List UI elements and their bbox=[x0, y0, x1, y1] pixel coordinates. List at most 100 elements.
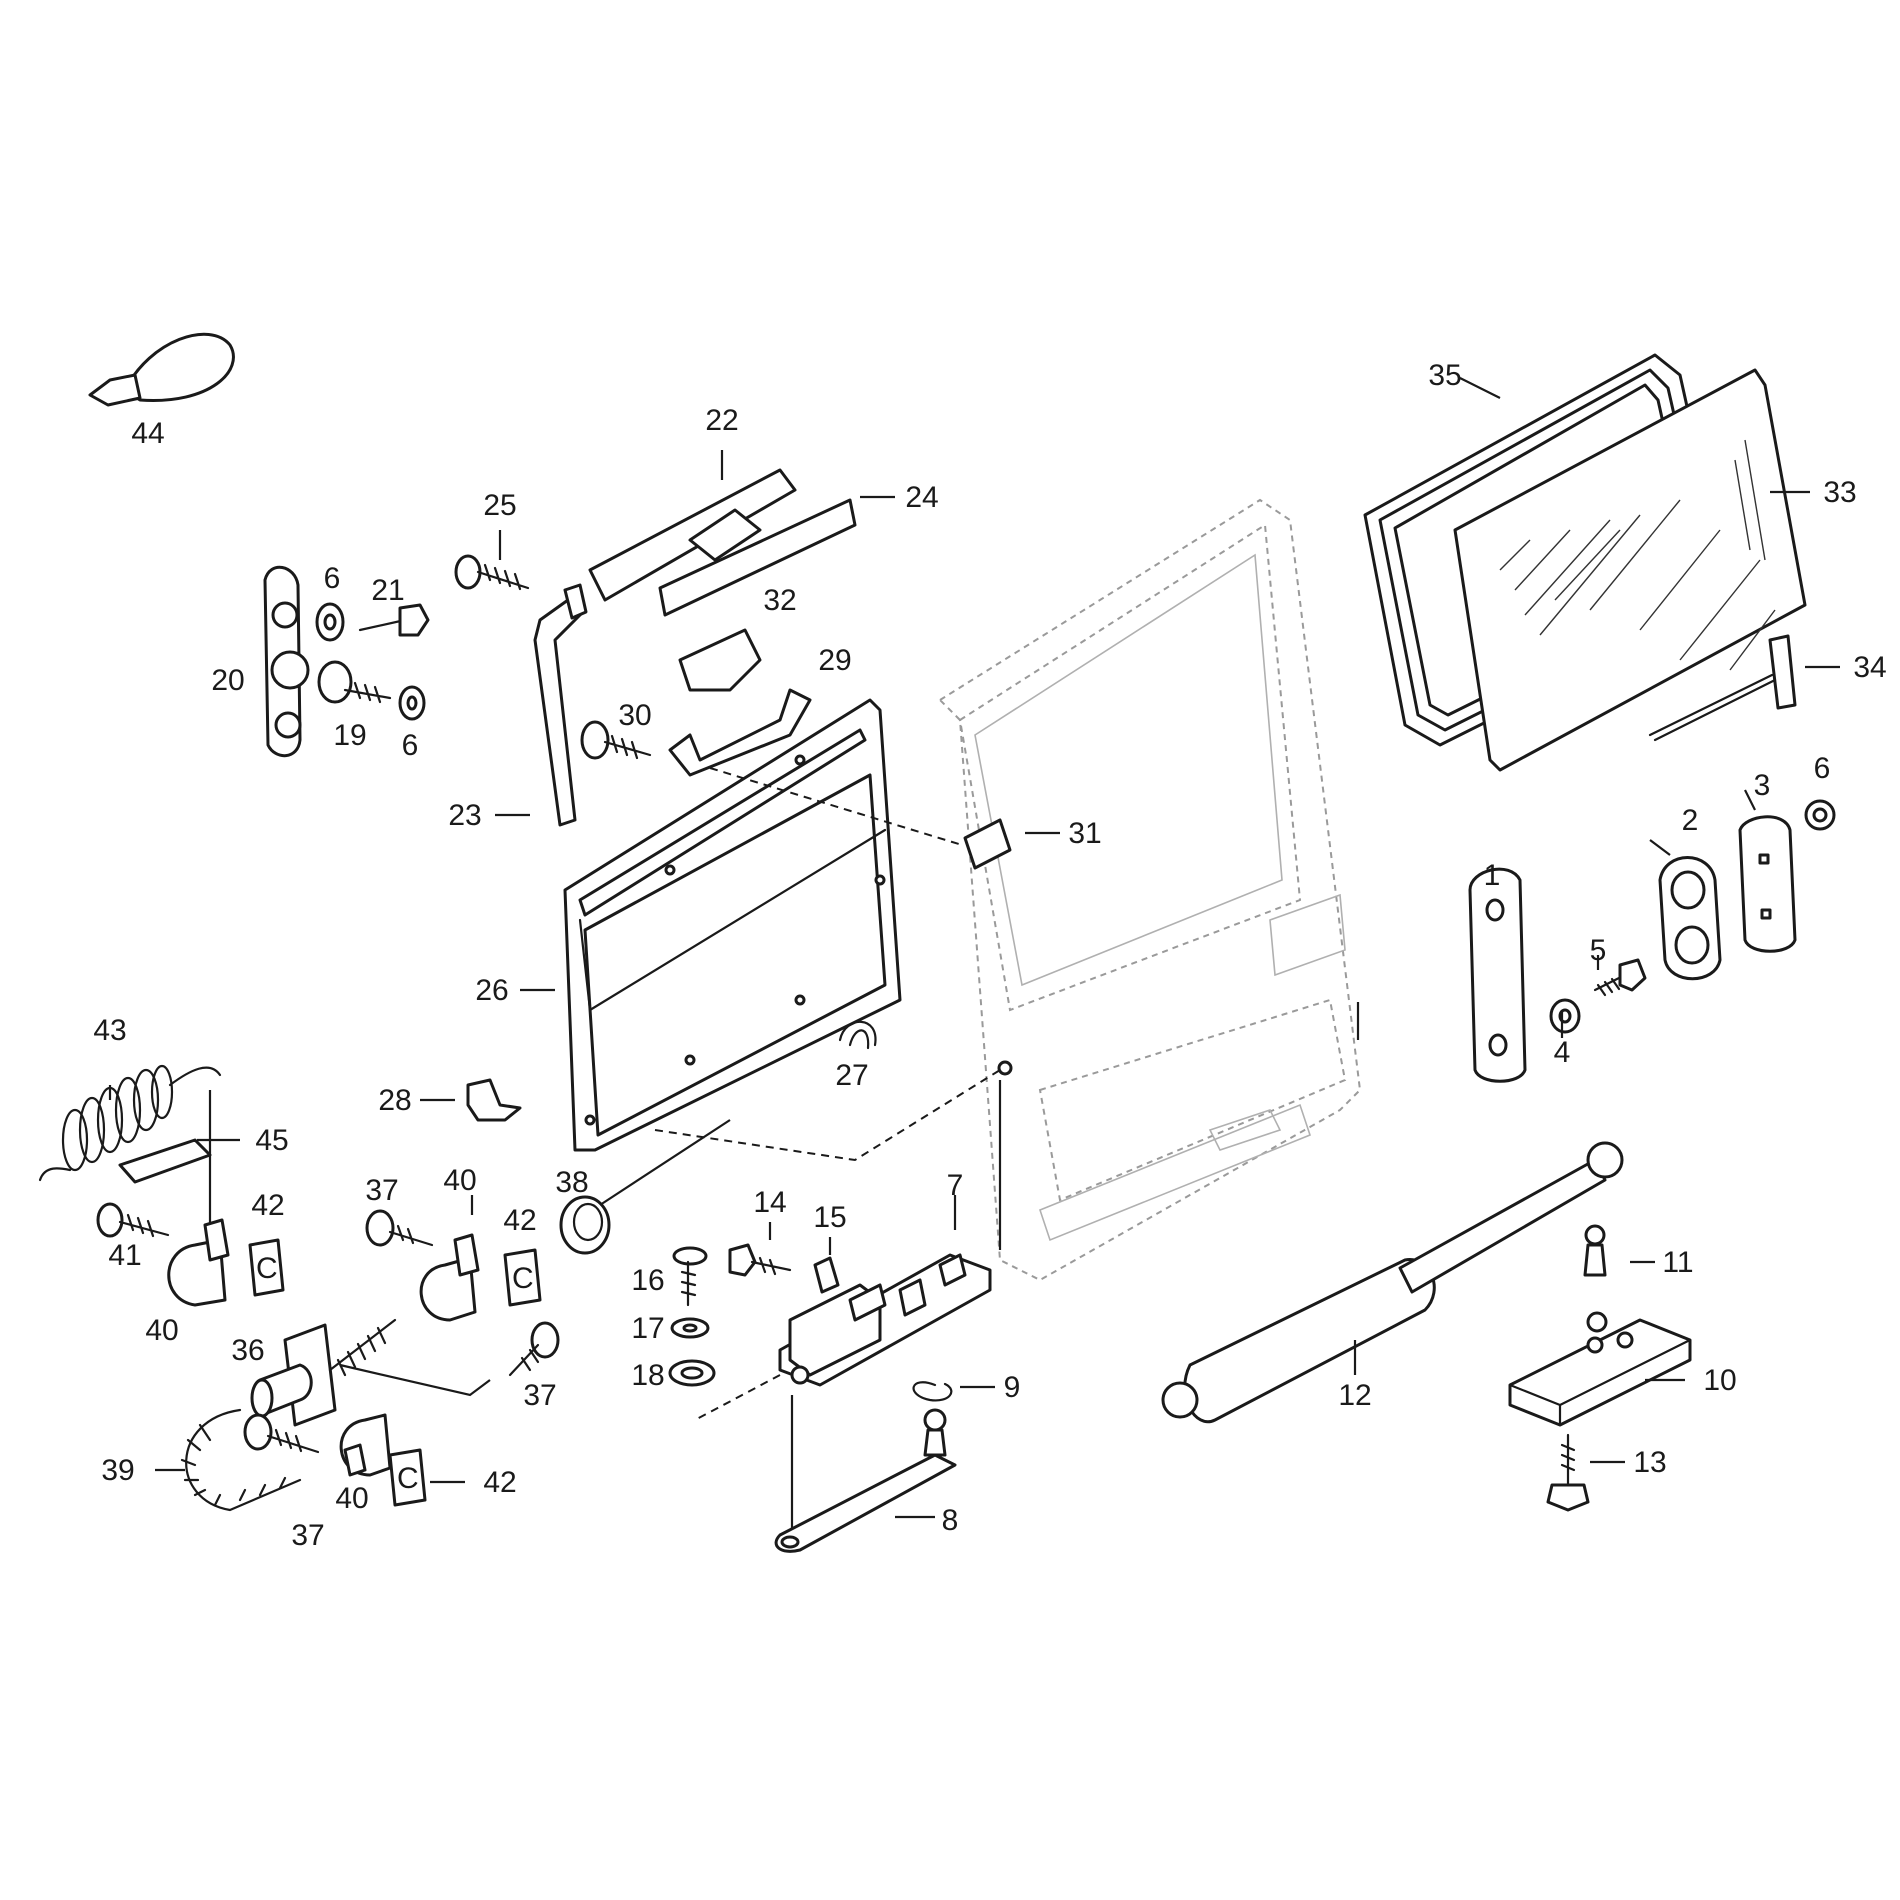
callout-6-lower: 6 bbox=[402, 729, 419, 762]
washer-part-4 bbox=[1549, 998, 1581, 1034]
callout-23: 23 bbox=[448, 799, 481, 832]
callout-26: 26 bbox=[475, 974, 508, 1007]
spring-clip-part-27 bbox=[838, 1020, 877, 1050]
callout-25: 25 bbox=[483, 489, 516, 522]
latch-assembly-part-7 bbox=[778, 1253, 992, 1387]
c-clip-part-42-middle: C bbox=[503, 1248, 542, 1307]
callout-45: 45 bbox=[255, 1124, 288, 1157]
screw-part-16 bbox=[672, 1246, 708, 1307]
washer-part-6-lower bbox=[398, 685, 426, 721]
dashed-guide-door bbox=[654, 1069, 1001, 1162]
seal-strip-part-24 bbox=[658, 498, 857, 617]
corrugated-cable-part-39 bbox=[180, 1408, 302, 1512]
pivot-point bbox=[997, 1060, 1013, 1076]
callout-15: 15 bbox=[813, 1201, 846, 1234]
callout-30: 30 bbox=[618, 699, 651, 732]
callout-5: 5 bbox=[1590, 934, 1607, 967]
link-rod-part-8 bbox=[774, 1408, 957, 1553]
c-clip-mark: C bbox=[256, 1252, 278, 1285]
screw-part-41 bbox=[96, 1202, 170, 1238]
callout-22: 22 bbox=[705, 404, 738, 437]
hinge-bracket-part-20 bbox=[263, 565, 310, 758]
callout-8: 8 bbox=[942, 1504, 959, 1537]
cap-part-38 bbox=[559, 1195, 611, 1255]
callout-19: 19 bbox=[333, 719, 366, 752]
bushing-part-2 bbox=[1658, 856, 1722, 981]
screw-part-30 bbox=[580, 720, 652, 760]
callout-6-upper: 6 bbox=[324, 562, 341, 595]
clamp-part-40-middle bbox=[419, 1233, 480, 1322]
guide-line-37 bbox=[339, 1363, 491, 1397]
callout-11: 11 bbox=[1662, 1246, 1693, 1279]
bolt-part-19 bbox=[317, 660, 392, 704]
washer-part-18 bbox=[668, 1359, 716, 1387]
washer-part-6-upper bbox=[315, 602, 345, 642]
callout-14: 14 bbox=[753, 1186, 786, 1219]
callout-labels: 1 2 3 4 5 6 6 6 7 8 9 10 11 12 13 14 15 … bbox=[93, 359, 1886, 1552]
pull-handle-part-29 bbox=[668, 688, 812, 777]
callout-40-left: 40 bbox=[145, 1314, 178, 1347]
hinge-plate-part-1 bbox=[1468, 867, 1527, 1083]
door-seal-part-23 bbox=[533, 583, 588, 827]
c-clip-part-42-lower: C bbox=[388, 1448, 427, 1507]
leader-lines bbox=[108, 377, 1840, 1519]
callout-42-lower: 42 bbox=[483, 1466, 516, 1499]
callout-44: 44 bbox=[131, 417, 164, 450]
window-glass-part-33 bbox=[1453, 368, 1807, 772]
callout-38: 38 bbox=[555, 1166, 588, 1199]
dashed-guide-29-31 bbox=[709, 767, 963, 846]
clip-part-15 bbox=[813, 1256, 840, 1294]
callout-34: 34 bbox=[1853, 651, 1886, 684]
callout-33: 33 bbox=[1823, 476, 1856, 509]
circlip-part-9 bbox=[912, 1381, 953, 1402]
callout-29: 29 bbox=[818, 644, 851, 677]
callout-42-left: 42 bbox=[251, 1189, 284, 1222]
callout-1: 1 bbox=[1484, 859, 1501, 892]
washer-part-17 bbox=[670, 1317, 710, 1339]
callout-43: 43 bbox=[93, 1014, 126, 1047]
callout-35: 35 bbox=[1428, 359, 1461, 392]
washer-part-6-right bbox=[1804, 799, 1836, 831]
ball-stud-part-11 bbox=[1583, 1224, 1607, 1277]
callout-2: 2 bbox=[1682, 804, 1699, 837]
callout-31: 31 bbox=[1068, 817, 1101, 850]
handle-trim-part-22 bbox=[588, 468, 797, 602]
clip-part-31 bbox=[963, 818, 1012, 870]
guide-line-38 bbox=[599, 1119, 731, 1206]
callout-40-middle: 40 bbox=[443, 1164, 476, 1197]
callout-4: 4 bbox=[1554, 1036, 1571, 1069]
callout-13: 13 bbox=[1633, 1446, 1666, 1479]
callout-20: 20 bbox=[211, 664, 244, 697]
callout-39: 39 bbox=[101, 1454, 134, 1487]
callout-37-lower: 37 bbox=[291, 1519, 324, 1552]
callout-6-right: 6 bbox=[1814, 752, 1831, 785]
c-clip-mark: C bbox=[512, 1262, 534, 1295]
callout-7: 7 bbox=[947, 1169, 964, 1202]
callout-3: 3 bbox=[1754, 769, 1771, 802]
callout-32: 32 bbox=[763, 584, 796, 617]
gas-strut-part-12 bbox=[1161, 1141, 1624, 1424]
bolt-part-21 bbox=[358, 603, 430, 637]
push-clip-part-28 bbox=[466, 1078, 522, 1122]
screw-part-37-lower bbox=[243, 1413, 320, 1454]
callout-40-lower: 40 bbox=[335, 1482, 368, 1515]
callout-37-upper: 37 bbox=[365, 1174, 398, 1207]
callout-17: 17 bbox=[631, 1312, 664, 1345]
c-clip-part-42-left: C bbox=[248, 1238, 285, 1297]
dashed-guide-7 bbox=[694, 1374, 781, 1421]
callout-9: 9 bbox=[1004, 1371, 1021, 1404]
pad-part-45 bbox=[118, 1138, 212, 1184]
bolt-part-13 bbox=[1546, 1433, 1590, 1512]
clamp-part-40-left bbox=[167, 1218, 230, 1307]
clamp-part-40-lower bbox=[339, 1413, 392, 1477]
door-trim-panel-part-26 bbox=[563, 698, 902, 1152]
callout-27: 27 bbox=[835, 1059, 868, 1092]
callout-16: 16 bbox=[631, 1264, 664, 1297]
callout-10: 10 bbox=[1703, 1364, 1736, 1397]
heater-element-part-34 bbox=[1648, 634, 1797, 742]
bolt-part-5 bbox=[1593, 958, 1647, 997]
handle-cover-part-32 bbox=[678, 628, 762, 692]
bolt-part-14 bbox=[728, 1243, 792, 1277]
door-ghost-outline bbox=[938, 498, 1362, 1282]
